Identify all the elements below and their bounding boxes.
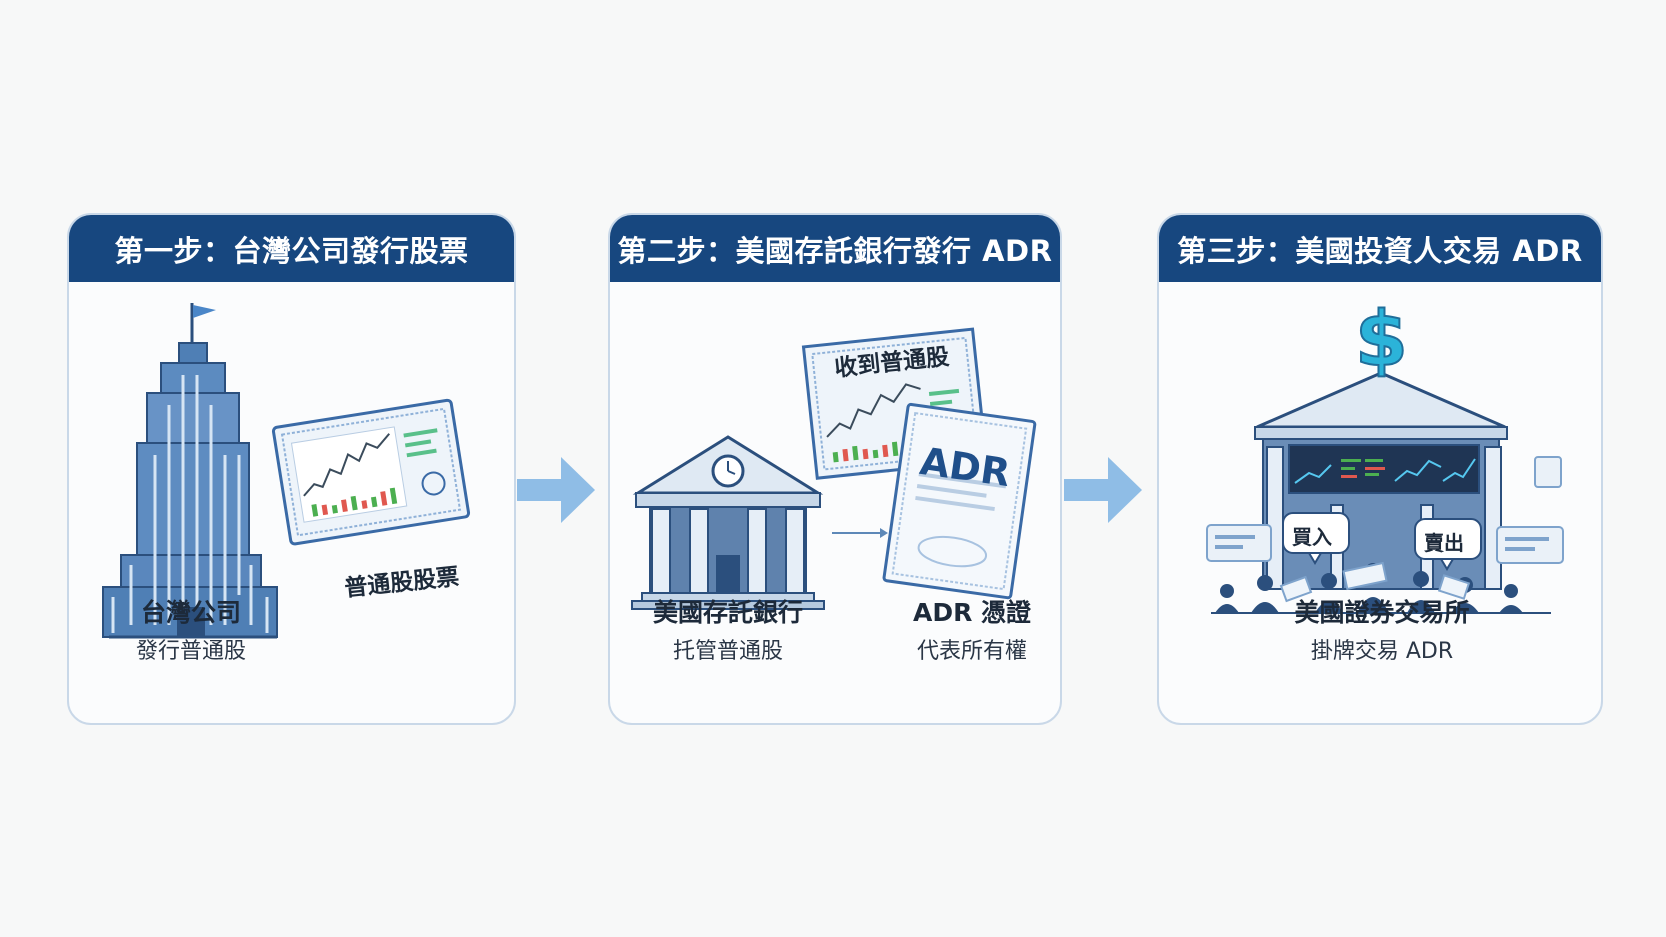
taiwan-company-subtitle: 發行普通股 (135, 639, 247, 664)
flow-arrow-icon (517, 457, 595, 523)
stock-certificate-icon (271, 398, 471, 546)
buy-bubble-text: 買入 (1292, 525, 1332, 549)
depositary-bank-subtitle: 托管普通股 (672, 639, 784, 664)
step-2-panel: 第二步：美國存託銀行發行 ADR (608, 213, 1062, 725)
flow-arrow-icon (1064, 457, 1142, 523)
stock-exchange-title: 美國證券交易所 (1294, 598, 1470, 627)
step-3-header: 第三步：美國投資人交易 ADR (1159, 215, 1601, 282)
stock-exchange-illustration (1206, 371, 1564, 614)
skyscraper-illustration (102, 303, 471, 639)
taiwan-company-title: 台灣公司 (140, 598, 242, 627)
step-3-panel: 第三步：美國投資人交易 ADR (1157, 213, 1603, 725)
dollar-icon: $ (1354, 294, 1409, 383)
bank-building-icon (631, 435, 825, 610)
depositary-bank-title: 美國存託銀行 (652, 598, 804, 627)
adr-certificate-subtitle: 代表所有權 (916, 639, 1028, 664)
step-1-header: 第一步：台灣公司發行股票 (69, 215, 514, 282)
stock-exchange-subtitle: 掛牌交易 ADR (1310, 639, 1454, 664)
step-1-panel: 第一步：台灣公司發行股票 (67, 213, 516, 725)
adr-certificate-title: ADR 憑證 (912, 598, 1032, 627)
step-2-header: 第二步：美國存託銀行發行 ADR (610, 215, 1060, 282)
flag-icon (193, 305, 216, 318)
depositary-bank-illustration (631, 327, 1037, 610)
sell-bubble-text: 賣出 (1424, 531, 1464, 555)
adr-certificate-icon (882, 402, 1037, 600)
